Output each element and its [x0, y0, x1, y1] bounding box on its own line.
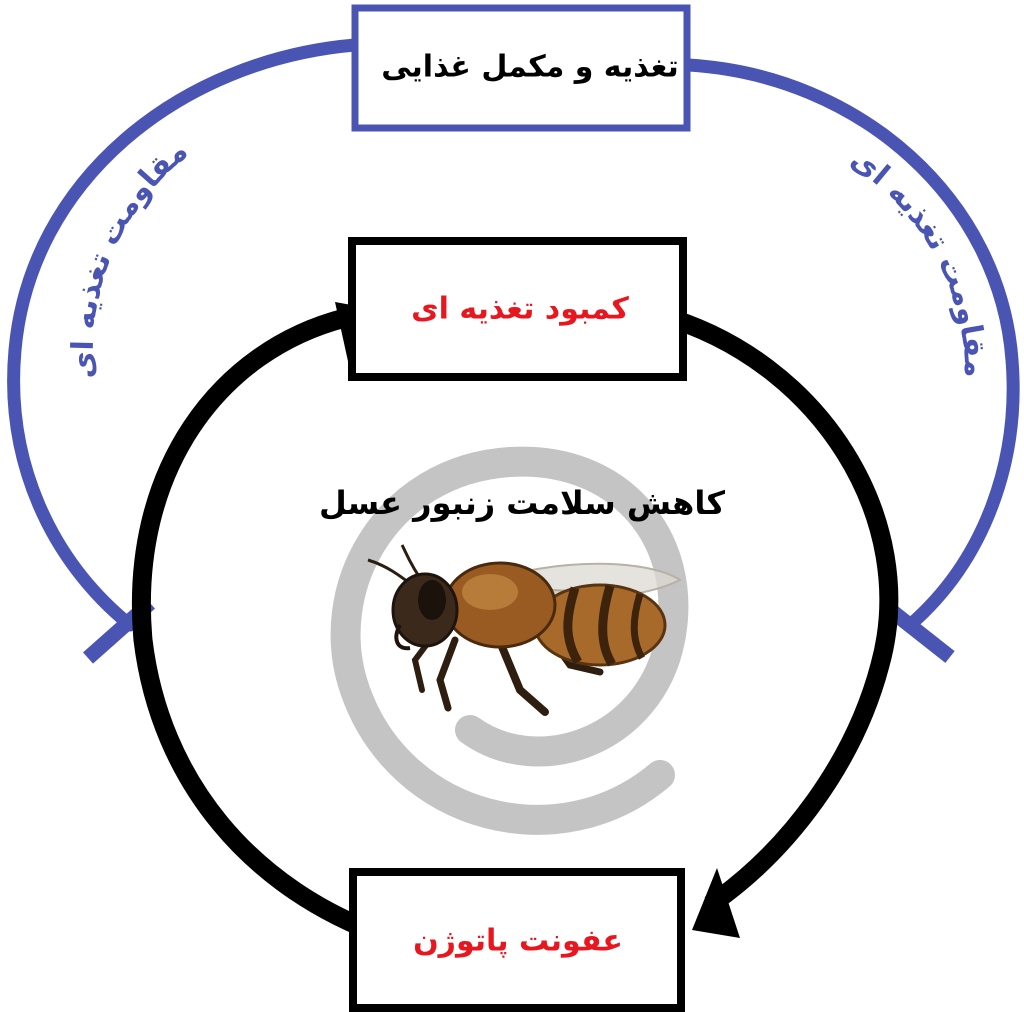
right-arc-label: مقاومت تغذیه ای: [844, 142, 992, 378]
cycle-right-arc: [657, 305, 899, 913]
deficiency-box: کمبود تغذیه ای: [348, 237, 687, 381]
left-arc-label-path: مقاومت تغذیه ای: [65, 133, 194, 379]
right-arc-label-path: مقاومت تغذیه ای: [844, 142, 992, 378]
pathogen-box-label: عفونت پاتوژن: [413, 924, 623, 959]
arrow-head-lower: [692, 868, 740, 938]
nutrition-box-label: تغذیه و مکمل غذایی: [381, 50, 679, 85]
nutrition-box: تغذیه و مکمل غذایی: [351, 4, 691, 132]
swirl-icon: [330, 446, 689, 835]
left-feedback-arc: [7, 38, 362, 664]
honeybee-icon: [367, 544, 682, 716]
pathogen-box: عفونت پاتوژن: [349, 868, 685, 1012]
cycle-left-arc: [132, 308, 394, 947]
center-title: کاهش سلامت زنبور عسل: [319, 484, 725, 522]
left-arc-label: مقاومت تغذیه ای: [65, 133, 194, 379]
deficiency-box-label: کمبود تغذیه ای: [411, 292, 629, 327]
